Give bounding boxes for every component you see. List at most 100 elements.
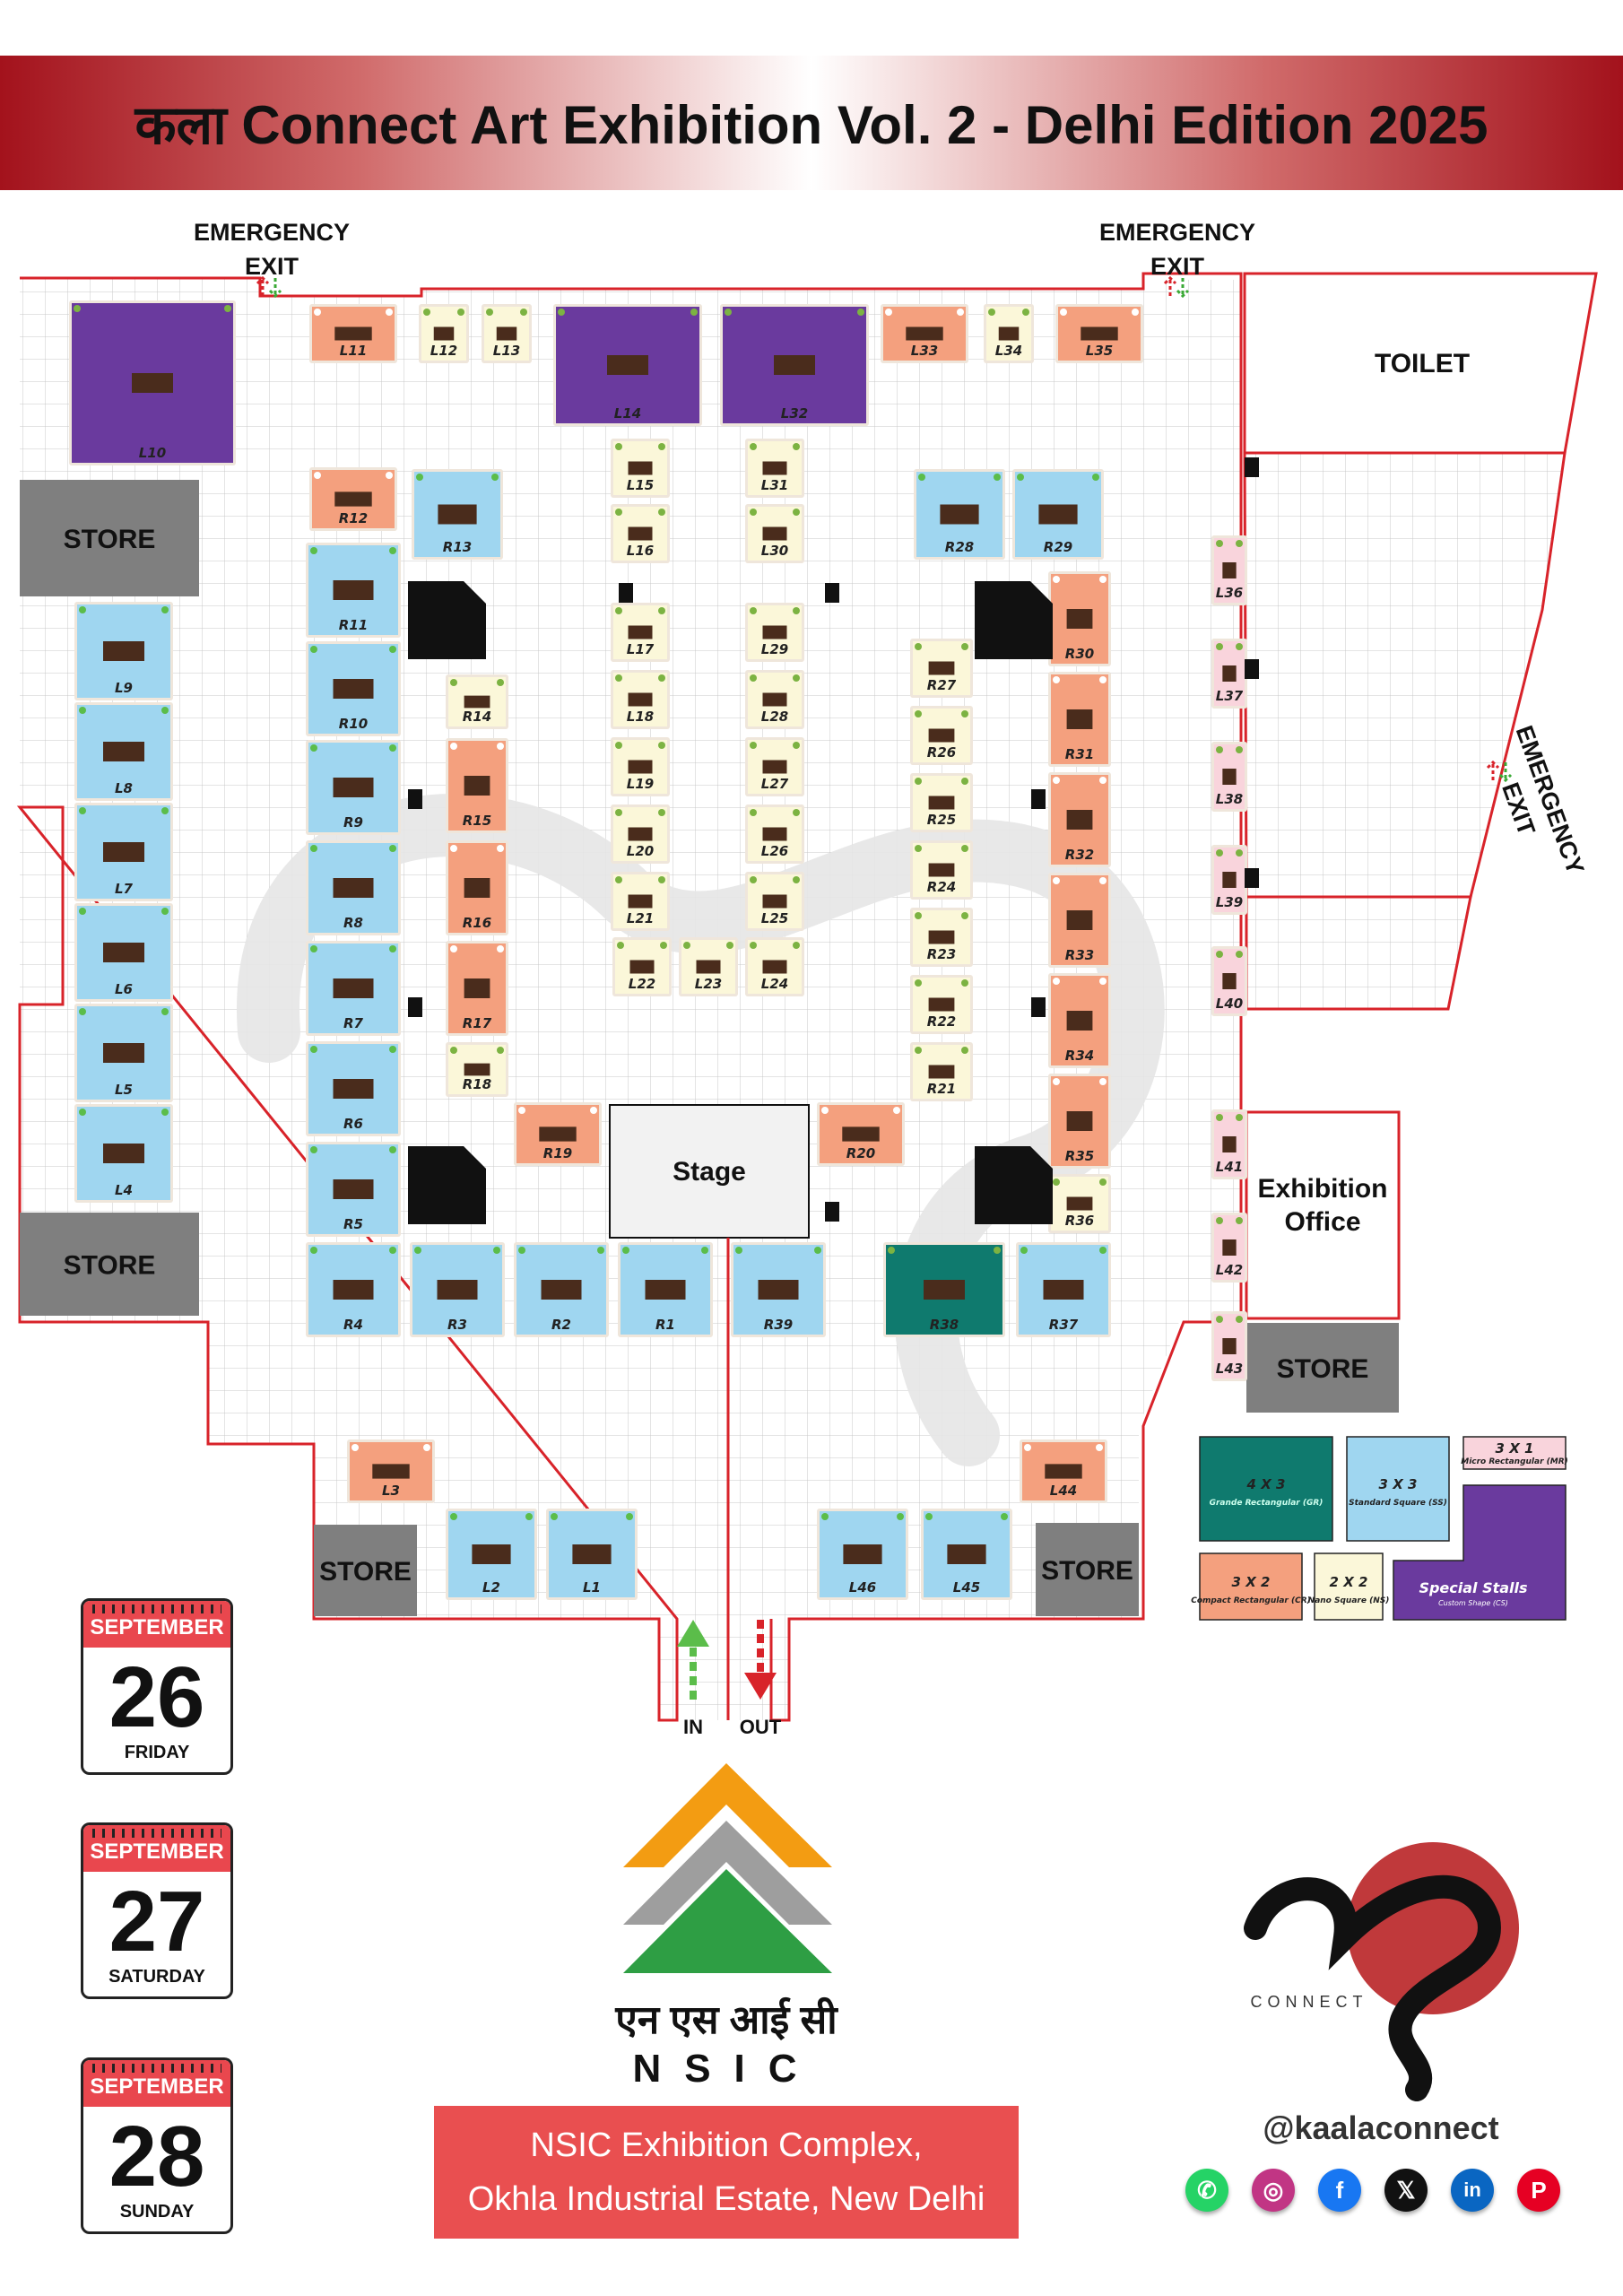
social-handle[interactable]: @kaalaconnect [1263,2109,1499,2146]
legend-swatch-mr [1462,1436,1567,1470]
store-room [1036,1523,1139,1616]
stall-l11: L11 [309,304,397,363]
stall-r14: R14 [446,674,508,729]
stall-l4: L4 [74,1104,173,1203]
plant-icon [1092,474,1099,481]
calendar-rings-icon [92,1605,221,1613]
stall-l5: L5 [74,1004,173,1102]
in-arrow-head-icon [677,1620,709,1647]
plant-icon [597,1247,604,1254]
stall-r24: R24 [910,840,973,900]
plant-icon [389,547,396,554]
plant-icon [1053,576,1060,583]
stall-label: R19 [543,1145,572,1161]
legend-name: Standard Square (SS) [1349,1499,1447,1508]
plant-icon [918,474,925,481]
stall-l25: L25 [745,872,804,931]
plant-icon [994,1247,1001,1254]
table-icon [464,878,490,898]
stall-label: L11 [340,343,367,359]
stall-label: R32 [1065,847,1094,863]
table-icon [928,796,955,810]
legend-name: Micro Rectangular (MR) [1461,1457,1568,1466]
stall-r27: R27 [910,639,973,698]
stall-l2: L2 [446,1509,537,1600]
stall-l13: L13 [482,304,532,363]
stall-r15: R15 [446,738,508,833]
stall-label: R4 [343,1317,363,1333]
exhibition-office-label-2: Office [1284,1207,1360,1237]
venue-box: NSIC Exhibition Complex, Okhla Industria… [434,2106,1019,2239]
plant-icon [897,1513,904,1520]
plant-icon [615,809,622,816]
table-icon [762,526,787,541]
stall-r19: R19 [514,1102,602,1166]
plant-icon [1053,877,1060,884]
table-icon [774,355,815,375]
table-icon [998,326,1020,341]
plant-icon [1099,1078,1107,1085]
plant-icon [416,474,423,481]
table-icon [762,827,787,841]
x-icon[interactable]: 𝕏 [1384,2169,1428,2212]
stall-l18: L18 [611,670,670,729]
plant-icon [414,1247,421,1254]
plant-icon [793,809,800,816]
plant-icon [1216,951,1223,958]
plant-icon [750,509,757,516]
plant-icon [961,643,968,650]
table-icon [103,1043,144,1063]
stall-r26: R26 [910,706,973,765]
plant-icon [79,807,86,814]
plant-icon [1132,309,1139,316]
table-icon [1043,1280,1084,1300]
social-icons: ✆ ◎ f 𝕏 in P [1185,2169,1560,2212]
stall-label: R11 [339,617,368,633]
table-icon [758,1280,799,1300]
stall-label: R9 [343,814,363,831]
plant-icon [988,309,995,316]
plant-icon [961,778,968,785]
exhibition-office-label-1: Exhibition [1258,1174,1388,1204]
date-weekday: SATURDAY [108,1967,205,1987]
plant-icon [491,474,499,481]
stall-label: R5 [343,1216,363,1232]
whatsapp-icon[interactable]: ✆ [1185,2169,1228,2212]
table-icon [1066,1111,1093,1131]
linkedin-icon[interactable]: in [1451,2169,1494,2212]
stall-l43: L43 [1211,1311,1247,1381]
stall-r7: R7 [306,941,401,1036]
facebook-icon[interactable]: f [1318,2169,1361,2212]
table-icon [762,960,787,974]
stall-label: R38 [930,1317,959,1333]
plant-icon [525,1513,533,1520]
table-icon [628,760,653,774]
table-icon [928,930,955,944]
plant-icon [1216,849,1223,857]
table-icon [628,692,653,707]
plant-icon [497,845,504,852]
legend-special-name: Special Stalls [1419,1579,1527,1596]
plant-icon [793,876,800,883]
title-bar: कला Connect Art Exhibition Vol. 2 - Delh… [0,56,1623,190]
stall-label: L28 [761,709,788,725]
plant-icon [310,744,317,752]
stall-label: L39 [1216,894,1243,910]
stall-label: L3 [382,1483,400,1499]
stall-label: L2 [482,1579,500,1596]
legend-swatch-gr [1199,1436,1333,1542]
legend-size: 3 X 2 [1232,1574,1271,1590]
stall-l35: L35 [1055,304,1143,363]
plant-icon [310,547,317,554]
pinterest-icon[interactable]: P [1517,2169,1560,2212]
instagram-icon[interactable]: ◎ [1252,2169,1295,2212]
plant-icon [423,1444,430,1451]
plant-icon [750,876,757,883]
table-icon [132,373,173,393]
plant-icon [497,1047,504,1054]
plant-icon [79,606,86,613]
table-icon [628,827,653,841]
stall-label: L21 [627,910,654,926]
date-card-3: SEPTEMBER 28 SUNDAY [81,2057,233,2234]
nsic-logo-chevron-gray [623,1821,832,1925]
